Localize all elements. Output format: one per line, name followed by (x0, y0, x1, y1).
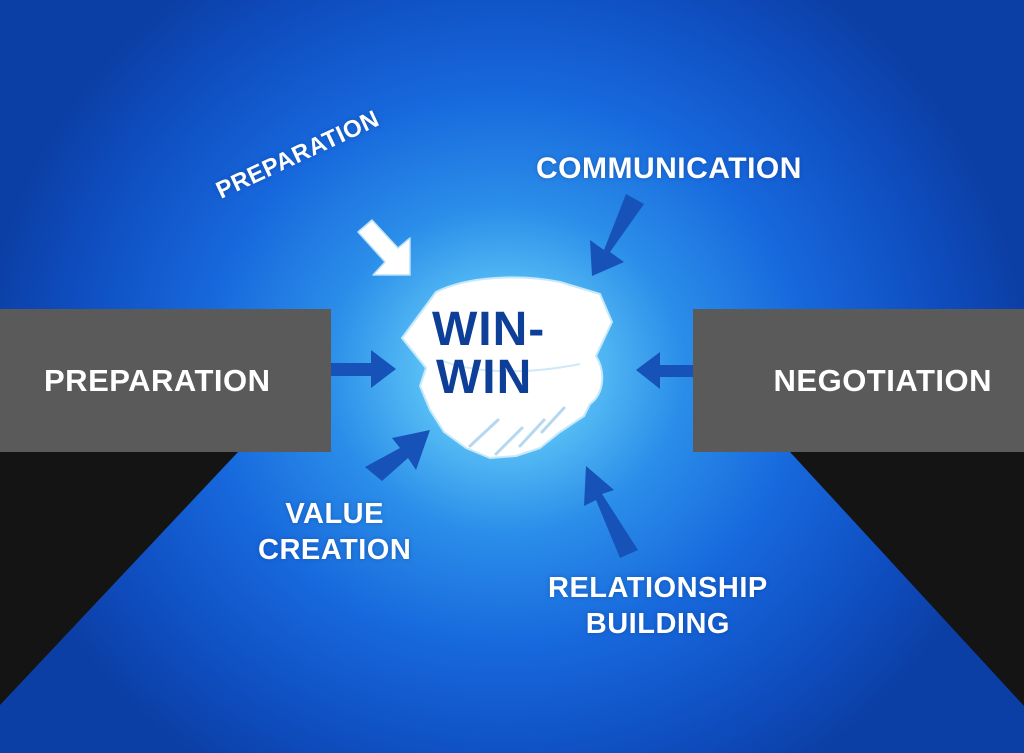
win-win-line-2: WIN (436, 351, 533, 404)
left-pillar-shadow (0, 452, 238, 705)
value-creation-line-1: VALUE (285, 498, 384, 530)
preparation-arrow-icon (357, 219, 411, 276)
relationship-building-label: RELATIONSHIP BUILDING (548, 570, 768, 642)
handshake-icon (401, 276, 613, 459)
negotiation-box-label: NEGOTIATION (773, 362, 992, 398)
win-win-text: WIN- WIN (432, 306, 582, 402)
relationship-building-line-2: BUILDING (585, 608, 730, 640)
relationship-building-line-1: RELATIONSHIP (548, 572, 768, 604)
win-win-line-1: WIN- (432, 303, 546, 356)
preparation-box: PREPARATION (0, 309, 331, 452)
communication-arrow-icon (590, 194, 644, 276)
negotiation-box: NEGOTIATION (693, 309, 1024, 452)
value-creation-label: VALUE CREATION (258, 496, 411, 568)
communication-label: COMMUNICATION (536, 152, 802, 185)
left-box-arrow-icon (331, 350, 396, 388)
value-creation-arrow-icon (365, 430, 430, 481)
value-creation-line-2: CREATION (258, 534, 412, 566)
right-pillar-shadow (790, 452, 1024, 706)
right-box-arrow-icon (636, 352, 693, 389)
preparation-box-label: PREPARATION (44, 362, 271, 398)
relationship-building-arrow-icon (584, 466, 638, 558)
